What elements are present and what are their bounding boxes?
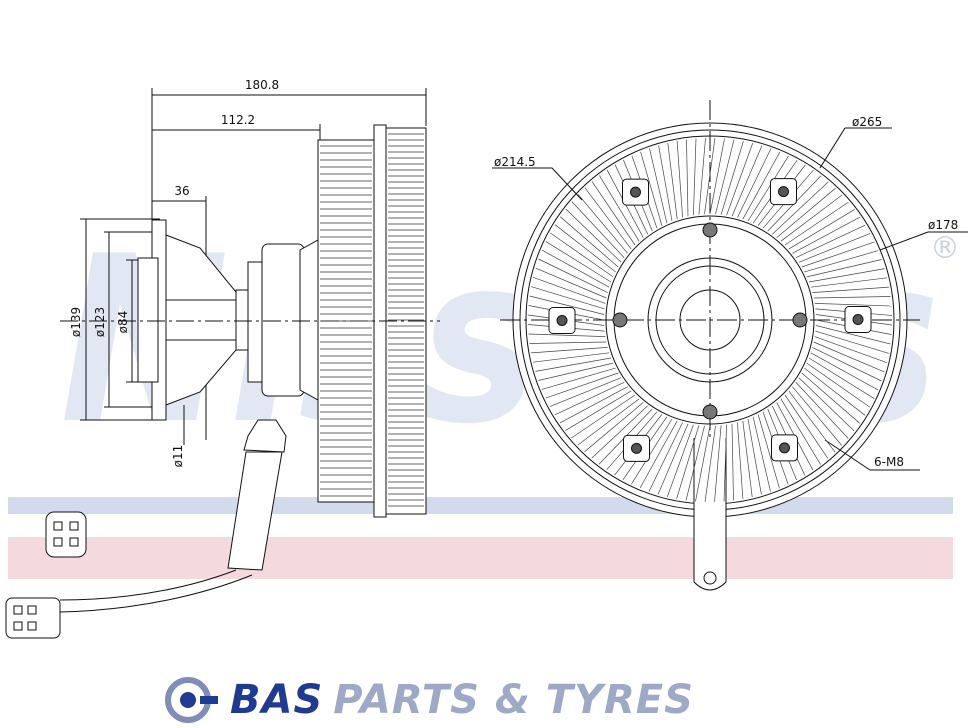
hub-stud — [702, 404, 718, 420]
brand-secondary: PARTS & TYRES — [333, 677, 694, 723]
clutch-fins — [320, 133, 424, 507]
dim-fan-outer-diameter: ø265 — [852, 115, 882, 129]
hub-stud — [702, 222, 718, 238]
dim-thread-spec: 6-M8 — [874, 455, 904, 469]
brand-logo-icon — [165, 677, 218, 723]
dim-flange-thickness: 36 — [174, 184, 189, 198]
hub-stud — [792, 312, 808, 328]
bolt-hole — [556, 315, 568, 326]
pink-stripe — [8, 537, 953, 579]
footer-brand: BAS PARTS & TYRES — [160, 672, 694, 728]
dim-bolt-circle-diameter: ø123 — [93, 307, 107, 337]
bolt-hole — [852, 314, 864, 325]
dim-fan-inner-diameter: ø214.5 — [494, 155, 536, 169]
bolt-hole — [778, 186, 789, 198]
dim-bolt-pattern-diameter: ø178 — [928, 218, 958, 232]
dim-pilot-diameter: ø84 — [116, 311, 130, 334]
dim-flange-diameter: ø139 — [69, 307, 83, 337]
front-view — [492, 100, 968, 591]
bolt-hole — [779, 442, 790, 454]
bolt-hole — [631, 442, 642, 454]
dim-body-length: 112.2 — [221, 113, 255, 127]
hub-stud — [612, 312, 628, 328]
blue-stripe — [8, 497, 953, 514]
brand-primary: BAS — [230, 677, 324, 723]
dim-hole-diameter: ø11 — [171, 445, 185, 468]
bolt-hole — [630, 186, 641, 198]
dim-overall-length: 180.8 — [245, 78, 279, 92]
registered-mark: ® — [930, 231, 960, 266]
bolt-pattern — [548, 178, 872, 462]
